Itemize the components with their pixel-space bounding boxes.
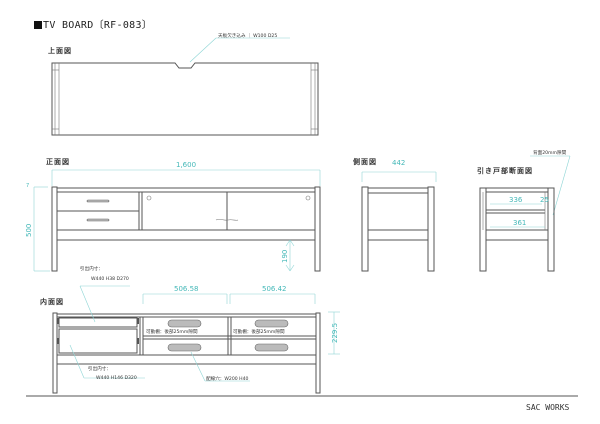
front-top-dim: 7 <box>26 183 30 189</box>
front-view <box>33 169 321 272</box>
section-inner-dim: 336 <box>509 196 523 204</box>
front-leg-dim: 190 <box>281 249 289 263</box>
drawer-bottom-note-value: W440 H146 D320 <box>96 376 137 381</box>
front-width-dim: 1,600 <box>176 161 197 169</box>
interior-height-dim: 229.5 <box>331 322 339 343</box>
section-total-dim: 361 <box>513 219 527 227</box>
interior-view-label: 内面図 <box>40 298 64 306</box>
top-view-label: 上面図 <box>48 47 72 55</box>
front-height-dim: 500 <box>25 223 33 237</box>
front-view-label: 正面図 <box>46 158 70 166</box>
shelf-note-left: 可動棚：後部25mm隙間 <box>146 330 198 335</box>
title-text: TV BOARD〔RF-083〕 <box>43 20 153 31</box>
shelf-note-right: 可動棚：後部25mm隙間 <box>233 330 285 335</box>
side-depth-dim: 442 <box>392 159 406 167</box>
side-view-label: 側面図 <box>353 158 377 166</box>
section-back-gap-note: 背面20mm隙間 <box>533 151 567 156</box>
title-square-icon <box>34 21 42 29</box>
bay-left-dim: 506.58 <box>174 285 199 293</box>
wiring-hole-note: 配線穴：W200 H40 <box>206 377 249 382</box>
bay-right-dim: 506.42 <box>262 285 287 293</box>
brand-footer: SAC WORKS <box>526 403 570 412</box>
section-view <box>479 155 571 272</box>
interior-view <box>52 285 340 394</box>
top-notch-note: 天板欠き込み ｜ W100 D25 <box>218 34 278 39</box>
drawer-top-note-label: 引出内寸： <box>80 267 103 272</box>
drawer-top-note-value: W440 H38 D270 <box>91 277 129 282</box>
side-view <box>361 171 437 272</box>
drawer-bottom-note-label: 引出内寸： <box>88 367 111 372</box>
drawing-title: TV BOARD〔RF-083〕 <box>34 16 152 31</box>
section-view-label: 引き戸部断面図 <box>477 167 533 175</box>
top-view <box>51 37 319 136</box>
section-gap-dim: 25 <box>540 196 549 204</box>
